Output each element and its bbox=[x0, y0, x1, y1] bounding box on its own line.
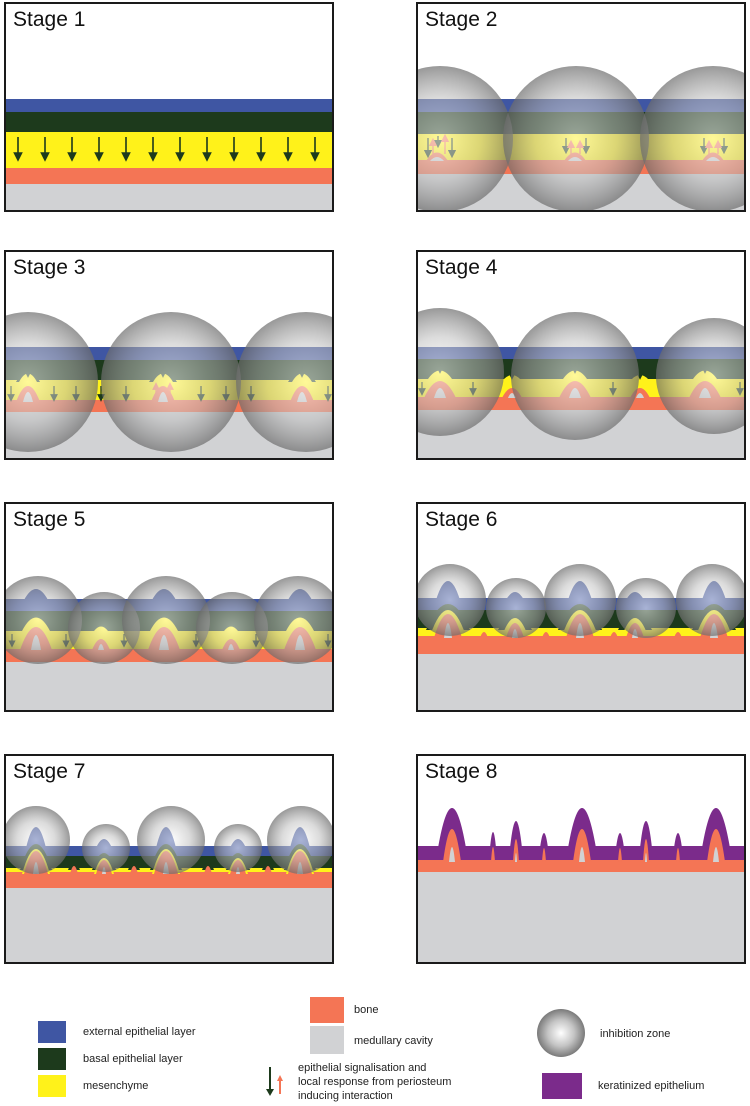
stage-label: Stage 3 bbox=[13, 256, 86, 279]
stage-3-diagram bbox=[6, 312, 332, 458]
stage-8-panel: Stage 8 bbox=[416, 754, 746, 964]
stage-2-panel: Stage 2 bbox=[416, 2, 746, 212]
stage-1-panel: Stage 1 bbox=[4, 2, 334, 212]
stage-4-panel: Stage 4 bbox=[416, 250, 746, 460]
stage-8-diagram bbox=[418, 808, 744, 962]
stage-label: Stage 7 bbox=[13, 760, 86, 783]
stage-label: Stage 8 bbox=[425, 760, 498, 783]
stage-3-panel: Stage 3 bbox=[4, 250, 334, 460]
stage-label: Stage 6 bbox=[425, 508, 498, 531]
stage-label: Stage 4 bbox=[425, 256, 498, 279]
stage-1-diagram bbox=[6, 99, 332, 210]
stage-label: Stage 5 bbox=[13, 508, 86, 531]
legend-label-basal: basal epithelial layer bbox=[83, 1053, 183, 1065]
stage-label: Stage 1 bbox=[13, 8, 86, 31]
legend-label-mesenchyme: mesenchyme bbox=[83, 1080, 149, 1092]
legend-label-signal: epithelial signalisation and local respo… bbox=[298, 1062, 452, 1102]
legend-swatch-keratinized bbox=[542, 1073, 582, 1099]
stage-5-panel: Stage 5 bbox=[4, 502, 334, 712]
inhibition-zone-icon bbox=[537, 1009, 585, 1057]
legend-swatch-mesenchyme bbox=[38, 1075, 66, 1097]
signal-arrows-icon bbox=[266, 1067, 283, 1096]
stage-2-diagram bbox=[418, 66, 744, 210]
stage-4-diagram bbox=[418, 308, 744, 458]
inhibition-zone bbox=[503, 66, 649, 210]
legend-swatch-bone bbox=[310, 997, 344, 1023]
stage-6-diagram bbox=[418, 564, 744, 710]
inhibition-zone bbox=[418, 66, 513, 210]
legend-label-inhibition: inhibition zone bbox=[600, 1028, 671, 1040]
stage-7-panel: Stage 7 bbox=[4, 754, 334, 964]
legend-label-medullary: medullary cavity bbox=[354, 1035, 433, 1047]
legend-swatch-medullary bbox=[310, 1026, 344, 1054]
stage-label: Stage 2 bbox=[425, 8, 498, 31]
stage-5-diagram bbox=[6, 576, 332, 710]
legend-label-bone: bone bbox=[354, 1004, 379, 1016]
legend-label-external: external epithelial layer bbox=[83, 1026, 196, 1038]
legend-swatch-basal bbox=[38, 1048, 66, 1070]
inhibition-zone bbox=[640, 66, 744, 210]
legend-swatch-external bbox=[38, 1021, 66, 1043]
legend-label-keratinized: keratinized epithelium bbox=[598, 1080, 705, 1092]
stage-6-panel: Stage 6 bbox=[416, 502, 746, 712]
stage-7-diagram bbox=[6, 806, 332, 962]
